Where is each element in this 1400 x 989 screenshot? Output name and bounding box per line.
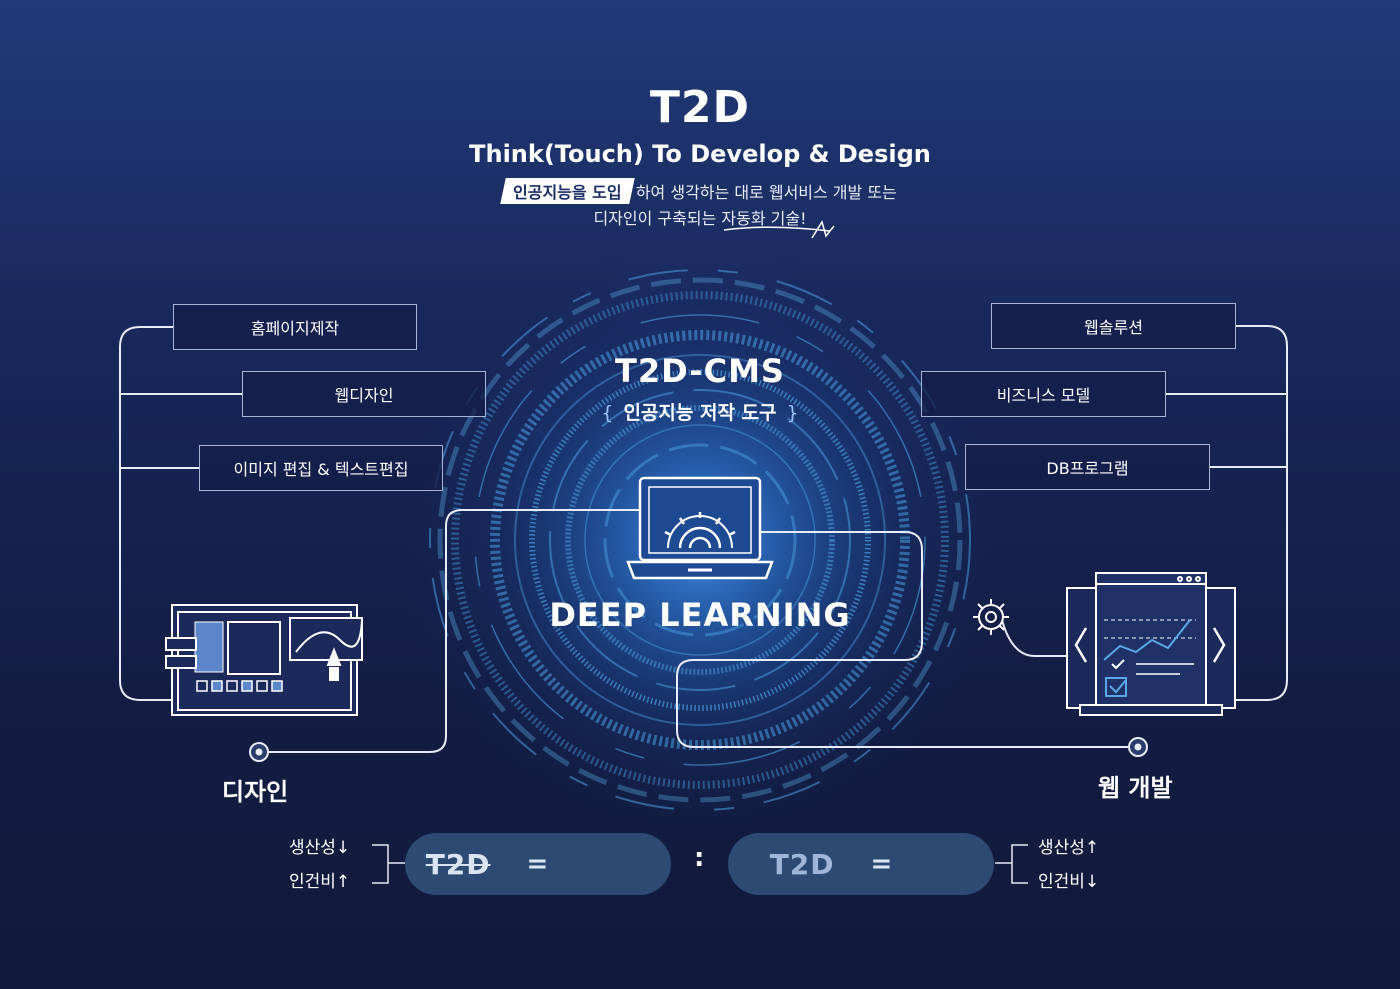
box-homepage: 홈페이지제작	[173, 304, 417, 350]
description-line-2: 디자인이 구축되는 자동화 기술!	[593, 209, 807, 228]
page-title: T2D	[649, 82, 751, 133]
cms-title: T2D-CMS	[615, 352, 785, 390]
design-editor-icon	[165, 604, 363, 716]
pill-label: T2D	[769, 847, 835, 881]
box-websolution: 웹솔루션	[991, 303, 1236, 349]
left-connectors	[119, 326, 640, 753]
deep-learning-label: DEEP LEARNING	[549, 596, 851, 634]
box-webdesign: 웹디자인	[242, 371, 486, 417]
compare-pill-left: T2D =	[405, 833, 671, 895]
right-stat-productivity: 생산성↑	[1038, 838, 1100, 858]
cms-subtitle: {인공지능 저작 도구}	[601, 402, 799, 424]
compare-brackets	[372, 844, 1028, 884]
web-dev-window-icon	[1066, 572, 1236, 716]
box-business-model: 비즈니스 모델	[921, 371, 1166, 417]
left-stat-productivity: 생산성↓	[289, 838, 351, 858]
category-design: 디자인	[222, 778, 289, 806]
equals-sign: =	[870, 849, 893, 879]
concentric-rings	[429, 269, 971, 811]
category-webdev: 웹 개발	[1098, 774, 1173, 802]
box-db-program: DB프로그램	[965, 444, 1210, 490]
laptop-gear-icon	[626, 476, 774, 580]
right-connectors	[676, 325, 1288, 748]
highlight-badge: 인공지능을 도입	[500, 178, 635, 204]
right-stat-laborcost: 인건비↓	[1038, 872, 1100, 892]
equals-sign: =	[526, 849, 549, 879]
left-stat-laborcost: 인건비↑	[289, 872, 351, 892]
pill-label-strike: T2D	[425, 847, 491, 881]
gear-icon	[973, 599, 1009, 635]
compare-pill-right: T2D =	[728, 833, 994, 895]
box-image-text-edit: 이미지 편집 & 텍스트편집	[199, 445, 443, 491]
page-subtitle: Think(Touch) To Develop & Design	[469, 140, 931, 168]
compare-colon: :	[694, 843, 705, 873]
